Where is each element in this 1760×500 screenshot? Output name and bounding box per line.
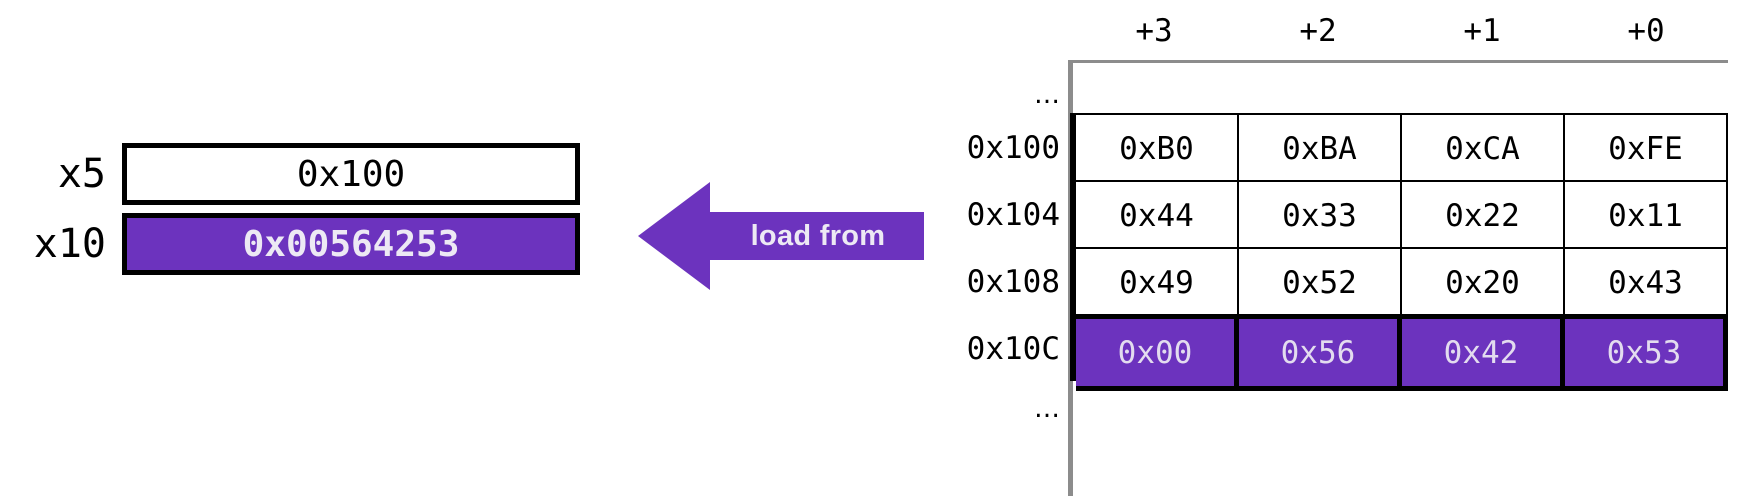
memory-cell-0x105: 0x22 — [1402, 182, 1565, 249]
memory-cell-0x10C: 0x53 — [1565, 319, 1728, 386]
memory-cell-0x10E: 0x56 — [1239, 319, 1402, 386]
memory-cell-0x10F: 0x00 — [1076, 319, 1239, 386]
memory-row-0x104: 0x44 0x33 0x22 0x11 — [1076, 180, 1728, 249]
memory-ellipsis-top: … — [1034, 80, 1060, 110]
register-label-x10: x10 — [33, 221, 106, 267]
memory-address-label-0x108: 0x108 — [966, 264, 1060, 300]
register-row-x10: x10 0x00564253 — [0, 210, 600, 278]
register-value-box-x5: 0x100 — [122, 143, 580, 205]
memory-cell-0x10A: 0x52 — [1239, 249, 1402, 316]
memory-address-label-0x10C: 0x10C — [966, 331, 1060, 367]
load-from-arrow: load from — [638, 182, 924, 290]
memory-cell-0x109: 0x20 — [1402, 249, 1565, 316]
memory-cell-0x107: 0x44 — [1076, 182, 1239, 249]
memory-cell-0x10D: 0x42 — [1402, 319, 1565, 386]
memory-row-0x10C: 0x00 0x56 0x42 0x53 — [1076, 314, 1728, 391]
memory-column-header-plus0: +0 — [1627, 13, 1665, 49]
memory-ellipsis-bottom: … — [1034, 394, 1060, 424]
memory-cell-0x103: 0xB0 — [1076, 115, 1239, 182]
memory-cell-0x102: 0xBA — [1239, 115, 1402, 182]
register-label-x5: x5 — [57, 151, 106, 197]
memory-address-label-0x100: 0x100 — [966, 130, 1060, 166]
memory-cell-0x101: 0xCA — [1402, 115, 1565, 182]
memory-cell-0x108: 0x43 — [1565, 249, 1728, 316]
memory-column-header-plus2: +2 — [1299, 13, 1337, 49]
left-arrow-icon — [638, 182, 924, 290]
memory-row-0x108: 0x49 0x52 0x20 0x43 — [1076, 247, 1728, 316]
register-file: x5 0x100 x10 0x00564253 — [0, 136, 600, 296]
memory-column-header-plus3: +3 — [1135, 13, 1173, 49]
memory-cell-0x100: 0xFE — [1565, 115, 1728, 182]
load-from-arrow-label: load from — [750, 219, 886, 252]
register-value-box-x10: 0x00564253 — [122, 213, 580, 275]
memory-cell-0x104: 0x11 — [1565, 182, 1728, 249]
memory-address-label-0x104: 0x104 — [966, 197, 1060, 233]
register-row-x5: x5 0x100 — [0, 140, 600, 208]
memory-byte-grid: 0xB0 0xBA 0xCA 0xFE 0x44 0x33 0x22 0x11 … — [1070, 113, 1728, 391]
memory-table: +3 +2 +1 +0 … 0x100 0x104 0x108 0x10C … … — [960, 0, 1760, 500]
memory-cell-0x106: 0x33 — [1239, 182, 1402, 249]
memory-row-0x100: 0xB0 0xBA 0xCA 0xFE — [1076, 113, 1728, 182]
memory-top-rule — [1068, 60, 1728, 63]
memory-cell-0x10B: 0x49 — [1076, 249, 1239, 316]
memory-column-headers: +3 +2 +1 +0 — [1072, 8, 1728, 54]
memory-column-header-plus1: +1 — [1463, 13, 1501, 49]
